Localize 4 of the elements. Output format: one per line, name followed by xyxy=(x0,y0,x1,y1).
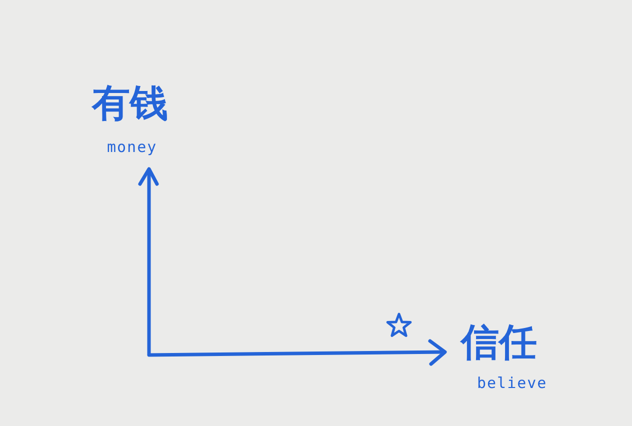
y-axis-title: 有钱 xyxy=(92,84,168,122)
x-axis-subtitle: believe xyxy=(477,376,548,391)
y-axis-subtitle: money xyxy=(107,140,158,155)
x-axis-title: 信任 xyxy=(461,323,537,361)
